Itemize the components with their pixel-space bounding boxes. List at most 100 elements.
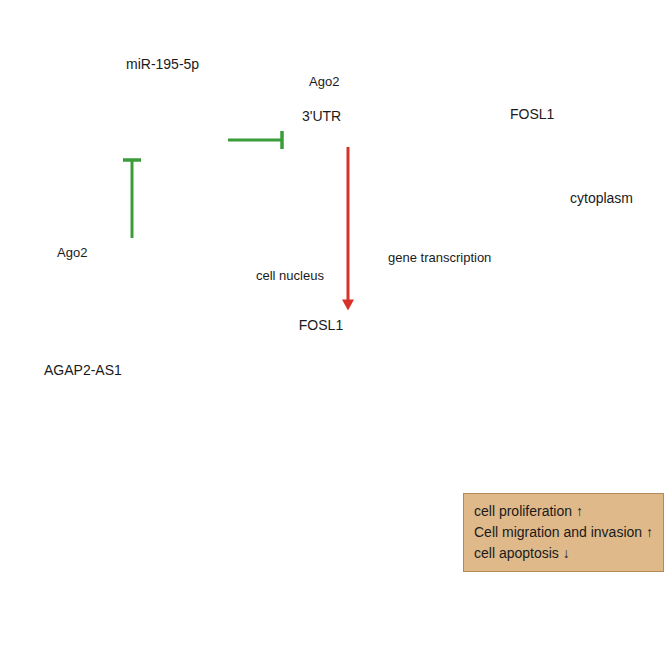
- lncrna-complex-shape: [30, 238, 160, 383]
- connector-line: [228, 139, 282, 142]
- inhibition-bar: [123, 158, 141, 162]
- node-label: 3'UTR: [302, 108, 341, 124]
- base-pair: [451, 343, 453, 357]
- base-pair: [355, 337, 357, 363]
- outcome-text: cell apoptosis ↓: [474, 543, 653, 564]
- dna-strand: [240, 337, 609, 363]
- node-label: cell nucleus: [256, 268, 324, 284]
- node-label: FOSL1: [510, 106, 554, 122]
- base-pair: [507, 337, 509, 363]
- connector-line: [347, 147, 350, 301]
- base-pair: [307, 346, 309, 354]
- lncrna-strand: [47, 278, 142, 348]
- base-pair: [403, 343, 405, 357]
- base-pair: [547, 347, 549, 354]
- lightning-bolt: [576, 394, 627, 496]
- node-label: FOSL1: [299, 317, 343, 333]
- outline: [187, 237, 619, 444]
- inhibition-bar: [280, 131, 284, 149]
- inhibition-connector: [228, 131, 282, 149]
- base-pair: [603, 343, 605, 356]
- cell-cytoplasm-shape: [8, 22, 656, 478]
- base-pair: [555, 343, 557, 358]
- base-pair: [435, 338, 437, 363]
- base-pair: [587, 338, 589, 362]
- node-label: miR-195-5p: [126, 56, 199, 72]
- base-tick: [131, 89, 133, 95]
- outcome-text: cell proliferation ↑: [474, 501, 653, 522]
- base-pair: [371, 341, 373, 359]
- base-pair: [419, 338, 421, 362]
- base-pair: [563, 340, 565, 361]
- mrna-complex: Ago23'UTRFOSL1: [282, 62, 572, 147]
- lncrna-complex: Ago2AGAP2-AS1: [30, 238, 160, 383]
- mirna-strand: [58, 266, 138, 272]
- mirna: miR-195-5p: [118, 52, 228, 160]
- base-pair: [291, 339, 293, 361]
- base-pair: [539, 349, 541, 351]
- base-pair: [267, 338, 269, 362]
- inhibition-connector: [123, 160, 141, 238]
- base-tick: [152, 82, 154, 88]
- base-pair: [595, 340, 597, 360]
- base-pair: [443, 340, 445, 361]
- base-pair: [475, 345, 477, 355]
- base-pair: [331, 342, 333, 359]
- arrow-head: [342, 300, 354, 311]
- base-tick: [205, 85, 207, 91]
- base-tick: [184, 80, 186, 86]
- base-pair: [571, 338, 573, 363]
- protein-ellipse: FOSL1: [282, 305, 360, 345]
- base-pair: [523, 341, 525, 358]
- arrow-head: [436, 267, 446, 277]
- transcription-arrow: [392, 272, 436, 322]
- base-pair: [579, 337, 581, 363]
- base-pair: [411, 340, 413, 360]
- base-pair: [531, 345, 533, 355]
- connector-line: [131, 160, 134, 238]
- cell-nucleus: cell nucleusFOSL1: [185, 235, 620, 445]
- base-pair: [363, 338, 365, 361]
- base-tick: [142, 85, 144, 91]
- base-pair: [387, 348, 389, 351]
- mirna-strand: [302, 94, 356, 97]
- node-label: Ago2: [57, 245, 87, 261]
- cell-nucleus-shape: [185, 235, 620, 445]
- base-tick: [173, 80, 175, 86]
- base-tick: [215, 89, 217, 95]
- base-pair: [515, 339, 517, 362]
- base-pair: [259, 340, 261, 359]
- base-pair: [347, 337, 349, 362]
- base-pair: [243, 348, 245, 352]
- base-tick: [194, 82, 196, 88]
- cell-cytoplasm: cytoplasmcell nucleusFOSL1miR-195-5pAgo2…: [8, 22, 656, 478]
- base-pair: [323, 345, 325, 354]
- dna-strand: [240, 337, 609, 363]
- activation-arrow: [342, 147, 354, 311]
- base-pair: [251, 344, 253, 356]
- outcome-box: cell proliferation ↑Cell migration and i…: [463, 493, 664, 572]
- mrna-strand: [304, 93, 570, 103]
- base-pair: [459, 347, 461, 354]
- mirna-strand: [126, 82, 222, 88]
- ago2-protein: [44, 240, 100, 266]
- node-label: cytoplasm: [570, 190, 633, 206]
- base-pair: [491, 339, 493, 362]
- outcome-text: Cell migration and invasion ↑: [474, 522, 653, 543]
- outline: [284, 307, 359, 344]
- base-pair: [379, 344, 381, 355]
- base-pair: [275, 337, 277, 363]
- base-pair: [315, 349, 317, 352]
- base-pair: [283, 337, 285, 362]
- base-pair: [427, 337, 429, 363]
- base-pair: [395, 347, 397, 353]
- base-pair: [483, 341, 485, 359]
- base-pair: [299, 342, 301, 358]
- base-pair: [499, 337, 501, 363]
- annotation-label: gene transcription: [388, 250, 491, 266]
- base-pair: [467, 349, 469, 351]
- base-tick: [163, 80, 165, 86]
- outline: [10, 24, 654, 476]
- node-label: AGAP2-AS1: [44, 362, 122, 378]
